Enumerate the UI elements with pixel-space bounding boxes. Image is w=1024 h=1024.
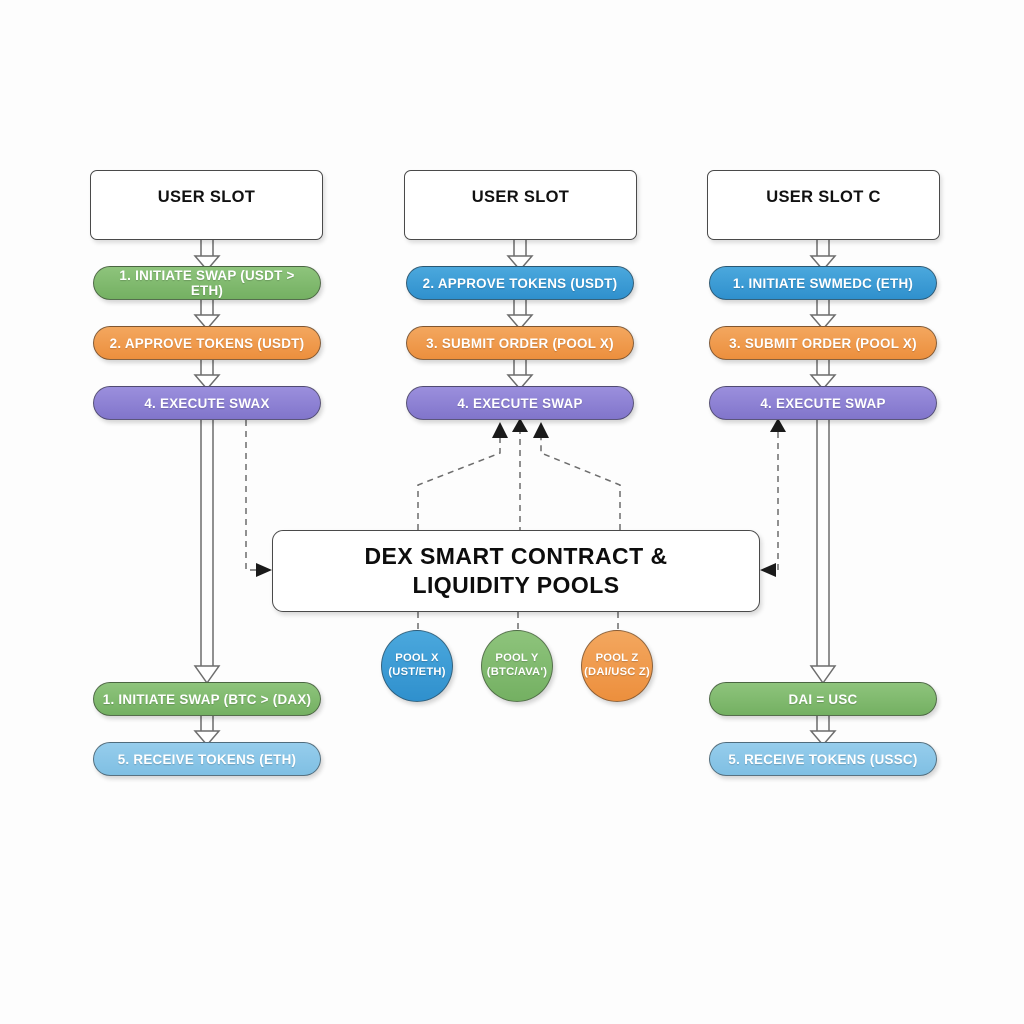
dex-smart-contract-box[interactable]: DEX SMART CONTRACT & LIQUIDITY POOLS [272,530,760,612]
step-a-tail-1-label: 1. INITIATE SWAP (BTC > (DAX) [102,691,312,707]
connector-b-step2-to-step3 [506,360,534,391]
pool-y-name: POOL Y [495,652,539,665]
step-a-tail-1[interactable]: 1. INITIATE SWAP (BTC > (DAX) [93,682,321,716]
pool-z-name: POOL Z [595,652,639,665]
step-a-tail-2[interactable]: 5. RECEIVE TOKENS (ETH) [93,742,321,776]
step-b-2[interactable]: 3. SUBMIT ORDER (POOL X) [406,326,634,360]
step-a-3[interactable]: 4. EXECUTE SWAX [93,386,321,420]
user-slot-a-box[interactable]: USER SLOT [90,170,323,240]
connector-dashed-contract-to-c [760,418,786,577]
connector-c-tail1-to-tail2 [809,716,837,747]
pool-y-pair: (BTC/AVA') [486,666,548,678]
user-slot-c-box[interactable]: USER SLOT C [707,170,940,240]
step-b-3-label: 4. EXECUTE SWAP [457,395,583,411]
connector-dashed-a-to-contract [245,420,272,577]
pool-x-pair: (UST/ETH) [388,666,446,678]
dex-contract-line2: LIQUIDITY POOLS [412,572,620,598]
step-c-1-label: 1. INITIATE SWMEDC (ETH) [732,275,914,291]
connector-c-step2-to-step3 [809,360,837,391]
user-slot-b-label: USER SLOT [471,188,570,206]
connector-dashed-contract-to-b-right [533,422,621,530]
step-a-3-label: 4. EXECUTE SWAX [144,395,270,411]
connector-a-tail1-to-tail2 [193,716,221,747]
user-slot-a-label: USER SLOT [157,188,256,206]
step-c-3-label: 4. EXECUTE SWAP [760,395,886,411]
step-c-tail-2[interactable]: 5. RECEIVE TOKENS (USSC) [709,742,937,776]
step-b-1-label: 2. APPROVE TOKENS (USDT) [422,275,618,291]
pool-x-name: POOL X [395,652,439,665]
step-a-1-label: 1. INITIATE SWAP (USDT > ETH) [119,268,295,298]
connector-a-step1-to-step2 [193,300,221,331]
step-c-3[interactable]: 4. EXECUTE SWAP [709,386,937,420]
connector-a-step3-to-tail [193,420,221,685]
user-slot-c-label: USER SLOT C [766,188,881,206]
step-a-2[interactable]: 2. APPROVE TOKENS (USDT) [93,326,321,360]
step-a-tail-2-label: 5. RECEIVE TOKENS (ETH) [117,751,297,767]
step-a-2-label: 2. APPROVE TOKENS (USDT) [109,335,305,351]
pool-x-circle[interactable]: POOL X (UST/ETH) [381,630,453,702]
pool-y-circle[interactable]: POOL Y (BTC/AVA') [481,630,553,702]
pool-z-circle[interactable]: POOL Z (DAI/USC Z) [581,630,653,702]
step-b-1[interactable]: 2. APPROVE TOKENS (USDT) [406,266,634,300]
step-c-2-label: 3. SUBMIT ORDER (POOL X) [729,335,917,351]
step-b-2-label: 3. SUBMIT ORDER (POOL X) [426,335,614,351]
connector-c-step3-to-tail [809,420,837,685]
step-c-tail-2-label: 5. RECEIVE TOKENS (USSC) [728,751,918,767]
connector-b-step1-to-step2 [506,300,534,331]
step-c-tail-1-label: DAI = USC [788,691,858,707]
step-c-2[interactable]: 3. SUBMIT ORDER (POOL X) [709,326,937,360]
user-slot-b-box[interactable]: USER SLOT [404,170,637,240]
pool-z-pair: (DAI/USC Z) [584,666,650,678]
step-c-tail-1[interactable]: DAI = USC [709,682,937,716]
step-b-3[interactable]: 4. EXECUTE SWAP [406,386,634,420]
connector-dashed-contract-to-b-left [417,422,508,530]
connector-a-step2-to-step3 [193,360,221,391]
dex-contract-line1: DEX SMART CONTRACT & [364,543,668,570]
step-a-1[interactable]: 1. INITIATE SWAP (USDT > ETH) [93,266,321,300]
step-c-1[interactable]: 1. INITIATE SWMEDC (ETH) [709,266,937,300]
connector-c-step1-to-step2 [809,300,837,331]
